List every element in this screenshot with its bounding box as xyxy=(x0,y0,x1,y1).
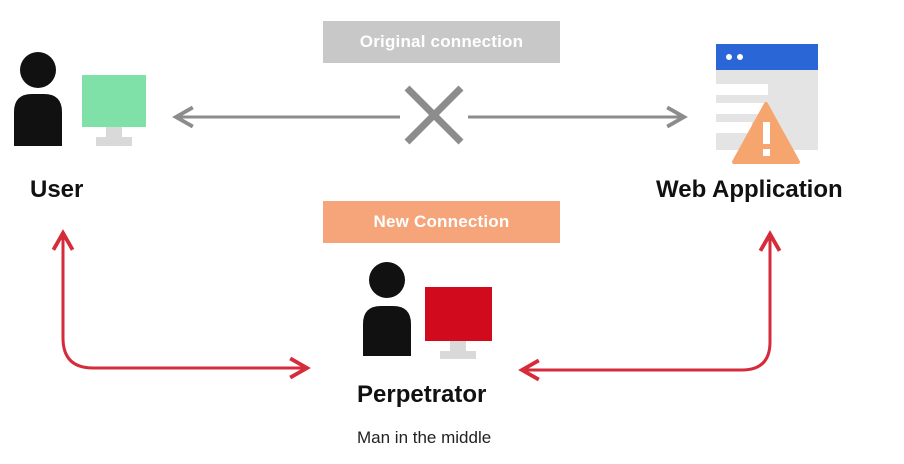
new-connection-label: New Connection xyxy=(323,201,560,243)
perpetrator-label: Perpetrator xyxy=(357,381,487,408)
user-monitor-icon xyxy=(82,75,146,146)
web-application-label: Web Application xyxy=(656,176,843,203)
user-icon xyxy=(14,52,62,146)
user-label: User xyxy=(30,176,84,203)
red-arrow-user-perpetrator xyxy=(51,229,311,380)
original-connection-label: Original connection xyxy=(323,21,560,63)
broken-connection-x-icon xyxy=(404,85,464,145)
perpetrator-icon xyxy=(363,262,411,356)
red-arrow-perpetrator-webapp xyxy=(518,230,782,382)
perpetrator-monitor-icon xyxy=(425,287,492,359)
perpetrator-subtitle: Man in the middle xyxy=(357,428,492,447)
warning-icon xyxy=(732,102,800,164)
